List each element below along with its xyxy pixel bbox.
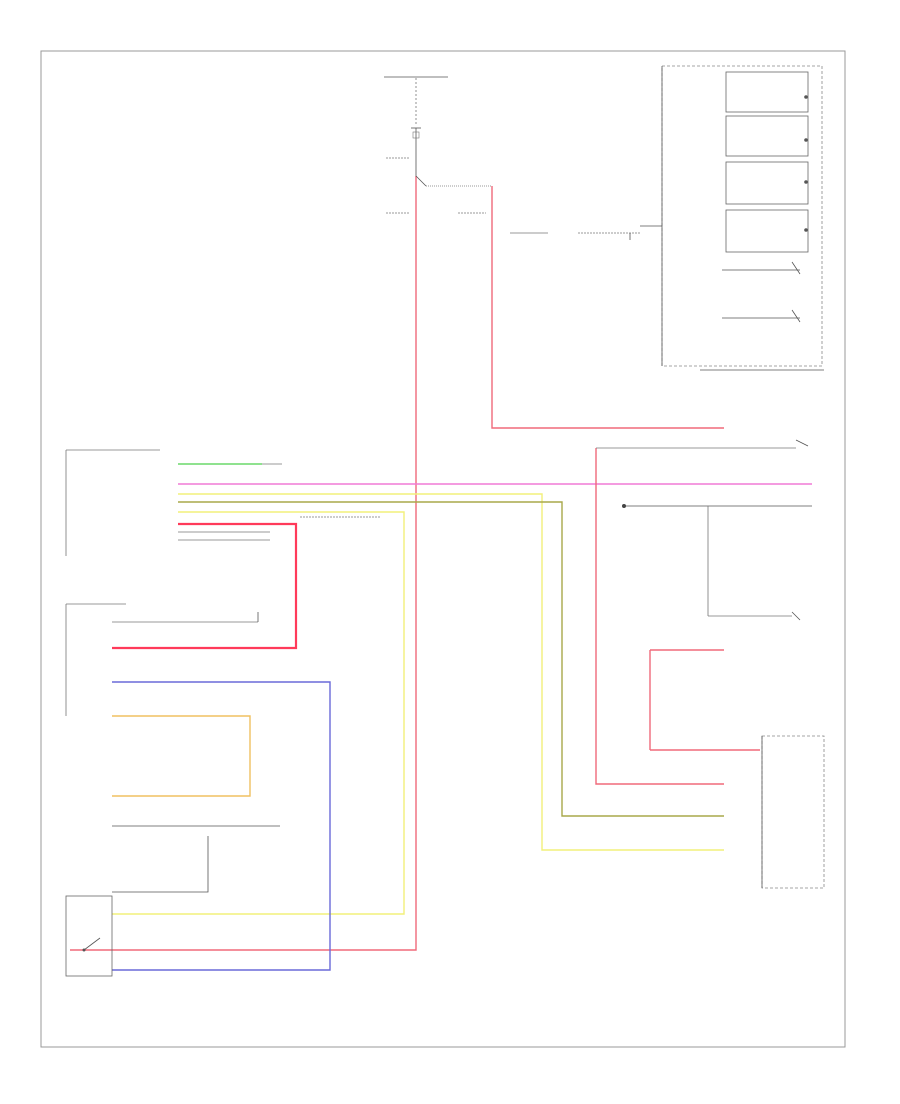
- wire-black-ground: [112, 836, 209, 893]
- wire-red-right: [595, 448, 724, 785]
- wire-red-main: [70, 176, 417, 951]
- wire-red-bold: [112, 522, 298, 650]
- top-wire-labels: [386, 157, 486, 214]
- wire-blue: [112, 681, 331, 971]
- connector-center-right: [510, 225, 662, 240]
- switch-assembly-top-right: [661, 65, 824, 371]
- wire-yellow-2: [112, 511, 405, 915]
- module-right-bottom: [761, 735, 825, 889]
- module-left-connector: [65, 449, 160, 556]
- switch-bottom-left: [65, 895, 113, 977]
- wire-yellow-1: [178, 493, 724, 851]
- right-middle-switch: [595, 439, 812, 785]
- wire-orange: [112, 715, 251, 797]
- fuse-block-top: [384, 76, 448, 140]
- wire-olive: [178, 501, 724, 817]
- diagram-frame: [40, 50, 846, 1048]
- wire-red-right-top: [491, 186, 724, 429]
- wire-link-top: [415, 140, 427, 187]
